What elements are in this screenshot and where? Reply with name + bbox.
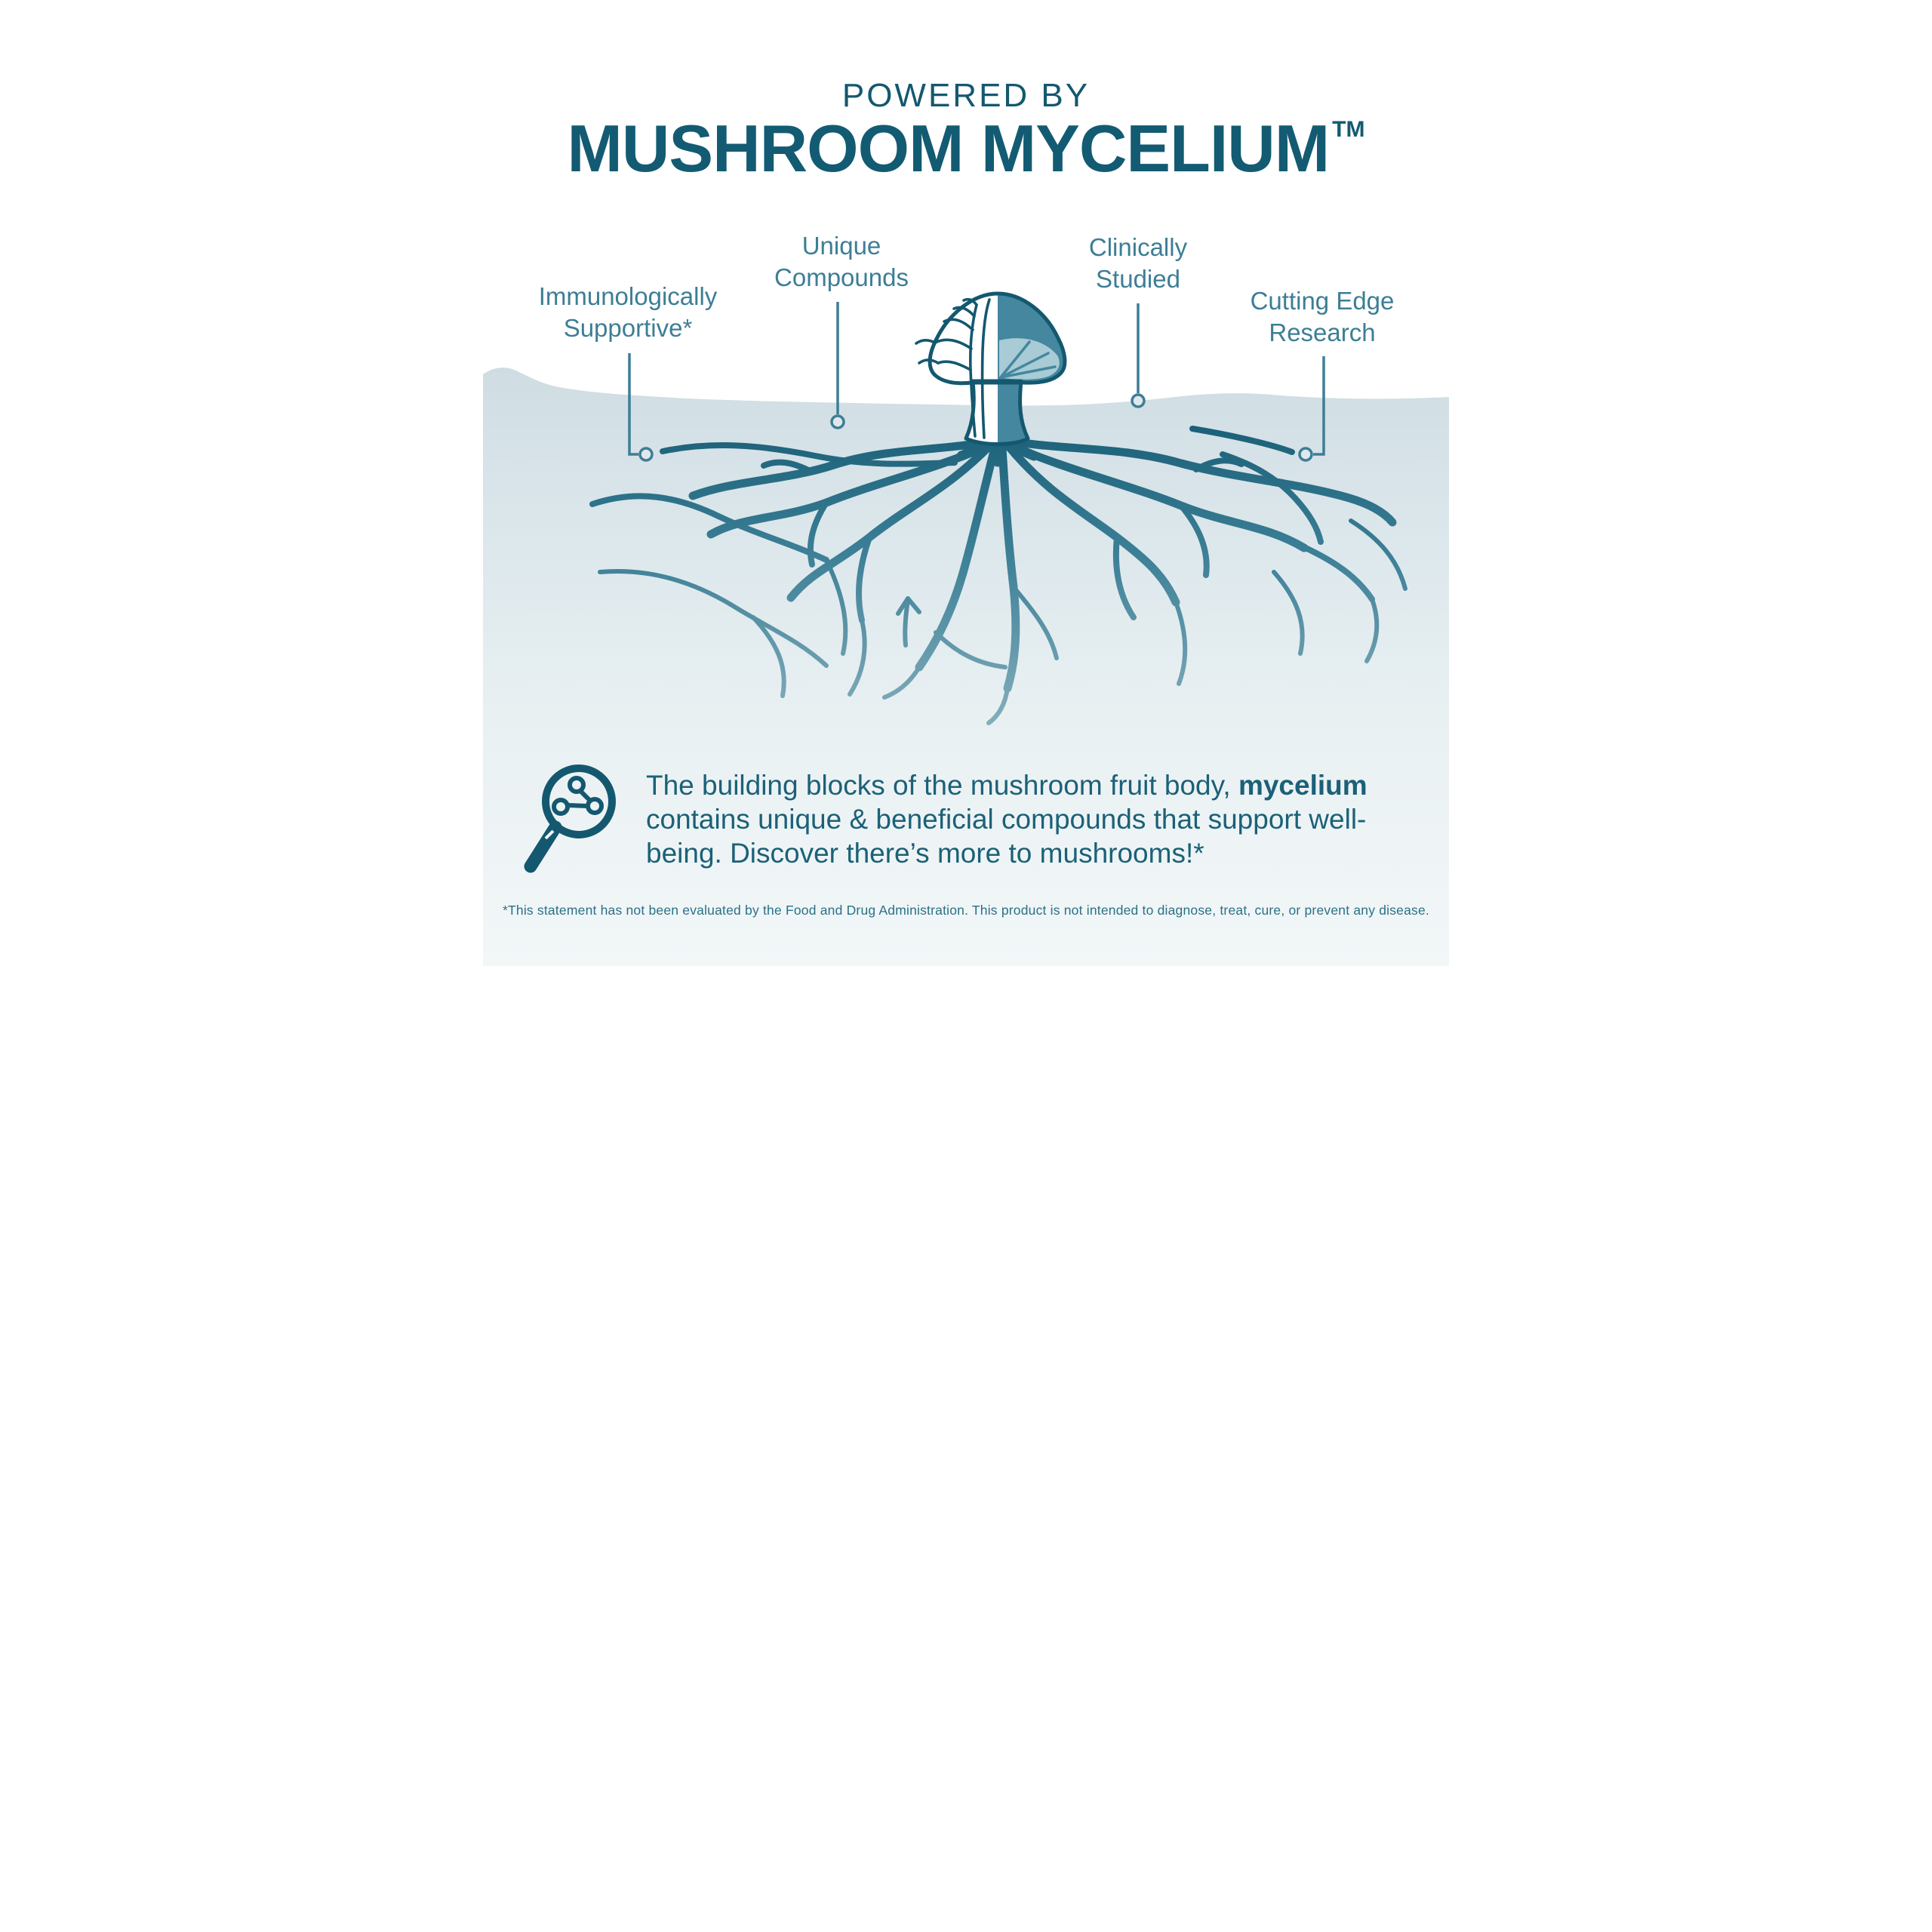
fda-disclaimer: *This statement has not been evaluated b… — [502, 903, 1429, 918]
magnifier-compounds-icon — [524, 764, 616, 873]
mycelium-roots — [589, 426, 1407, 725]
callout-line: Studied — [1096, 265, 1180, 293]
leader-cutting-edge-research — [1298, 356, 1325, 462]
callout-line: Cutting Edge — [1250, 287, 1395, 315]
callout-line: Immunologically — [538, 282, 718, 310]
callout-line: Supportive* — [563, 314, 693, 342]
callout-line: Clinically — [1088, 233, 1188, 261]
callout-unique-compounds: Unique Compounds — [713, 230, 970, 294]
body-copy-part2: contains unique & beneficial compounds t… — [646, 804, 1367, 869]
illustration-scene — [483, 291, 1449, 966]
body-copy-part1: The building blocks of the mushroom frui… — [646, 770, 1238, 801]
callout-line: Unique — [801, 232, 881, 260]
trademark-symbol: TM — [1332, 117, 1365, 142]
mycelium-veins — [915, 297, 991, 439]
page-title-text: MUSHROOM MYCELIUM — [567, 111, 1331, 186]
callout-line: Compounds — [774, 263, 909, 291]
body-copy-emphasis: mycelium — [1238, 770, 1367, 801]
callout-line: Research — [1269, 318, 1376, 346]
leader-clinically-studied — [1131, 303, 1146, 408]
callout-clinically-studied: Clinically Studied — [1010, 232, 1266, 295]
eyebrow-powered-by: POWERED BY — [841, 77, 1091, 114]
leader-immunologically-supportive — [628, 353, 654, 462]
leader-unique-compounds — [830, 302, 845, 429]
callout-immunologically-supportive: Immunologically Supportive* — [500, 281, 756, 344]
body-copy: The building blocks of the mushroom frui… — [646, 768, 1410, 870]
callout-cutting-edge-research: Cutting Edge Research — [1194, 285, 1449, 349]
mushroom-icon — [915, 291, 1067, 446]
